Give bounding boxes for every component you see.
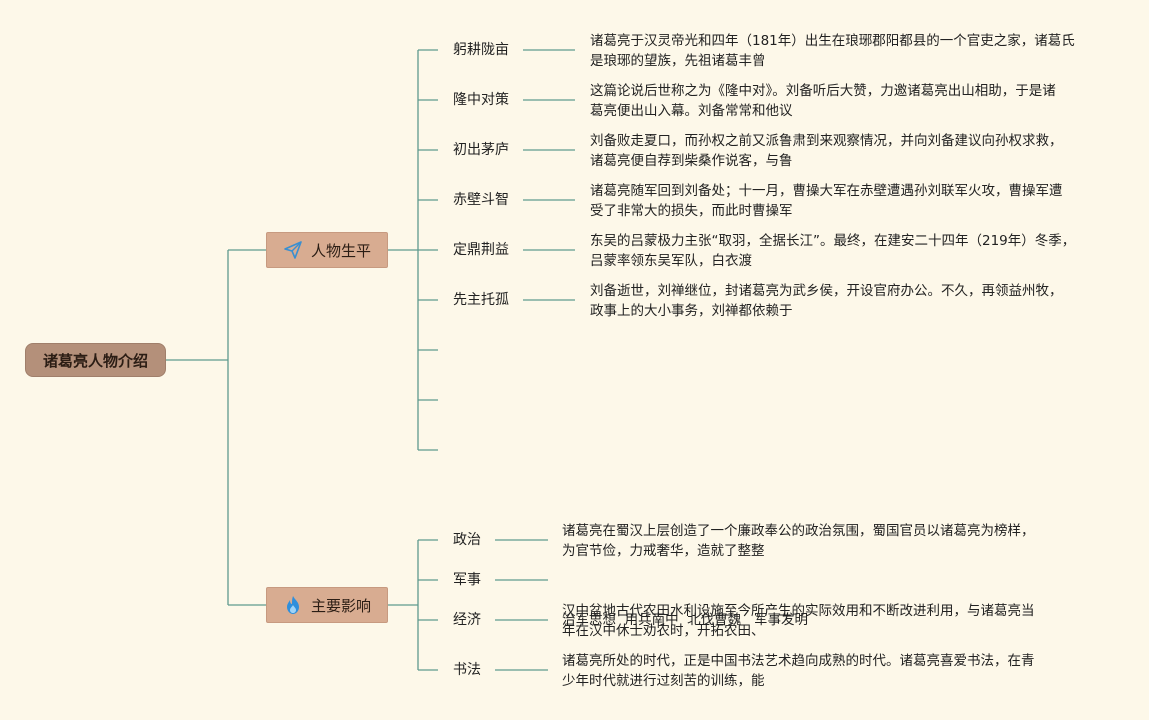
branch-node-influence[interactable]: 主要影响 [266, 587, 388, 623]
description-line: 刘备败走夏口，而孙权之前又派鲁肃到来观察情况，并向刘备建议向孙权求救， [590, 133, 1063, 149]
description-line: 治军思想 用兵南中 北伐曹魏 军事发明 [562, 612, 809, 628]
root-node[interactable]: 诸葛亮人物介绍 [25, 343, 166, 377]
topic-node[interactable]: 军事 [453, 572, 481, 588]
description-line: 这篇论说后世称之为《隆中对》。刘备听后大赞，力邀诸葛亮出山相助，于是诸 [590, 83, 1056, 99]
description-line: 政事上的大小事务，刘禅都依赖于 [590, 303, 793, 319]
topic-description[interactable]: 刘备败走夏口，而孙权之前又派鲁肃到来观察情况，并向刘备建议向孙权求救， 诸葛亮便… [590, 131, 1063, 171]
description-line: 刘备逝世，刘禅继位，封诸葛亮为武乡侯，开设官府办公。不久，再领益州牧， [590, 283, 1063, 299]
topic-description[interactable]: 这篇论说后世称之为《隆中对》。刘备听后大赞，力邀诸葛亮出山相助，于是诸 葛亮便出… [590, 81, 1056, 121]
description-line: 受了非常大的损失，而此时曹操军 [590, 203, 793, 219]
description-line: 诸葛亮便自荐到柴桑作说客，与鲁 [590, 153, 793, 169]
description-line: 东吴的吕蒙极力主张“取羽，全据长江”。最终，在建安二十四年（219年）冬季， [590, 233, 1076, 249]
topic-description[interactable]: 诸葛亮于汉灵帝光和四年（181年）出生在琅琊郡阳都县的一个官吏之家，诸葛氏 是琅… [590, 31, 1075, 71]
paper-plane-icon [283, 240, 303, 260]
topic-description[interactable]: 东吴的吕蒙极力主张“取羽，全据长江”。最终，在建安二十四年（219年）冬季， 吕… [590, 231, 1075, 271]
description-line: 诸葛亮随军回到刘备处；十一月，曹操大军在赤壁遭遇孙刘联军火攻，曹操军遭 [590, 183, 1063, 199]
topic-node[interactable]: 书法 [453, 662, 481, 678]
topic-description[interactable]: 诸葛亮所处的时代，正是中国书法艺术趋向成熟的时代。诸葛亮喜爱书法，在青 少年时代… [562, 651, 1035, 691]
topic-node[interactable]: 隆中对策 [453, 92, 509, 108]
topic-description[interactable]: 刘备逝世，刘禅继位，封诸葛亮为武乡侯，开设官府办公。不久，再领益州牧， 政事上的… [590, 281, 1063, 321]
branch-label: 主要影响 [310, 596, 371, 615]
description-line: 少年时代就进行过刻苦的训练，能 [562, 673, 765, 689]
branch-node-biography[interactable]: 人物生平 [266, 232, 388, 268]
branch-label: 人物生平 [310, 241, 371, 260]
topic-node[interactable]: 初出茅庐 [453, 142, 509, 158]
description-line: 吕蒙率领东吴军队，白衣渡 [590, 253, 752, 269]
topic-description[interactable]: 诸葛亮在蜀汉上层创造了一个廉政奉公的政治氛围，蜀国官员以诸葛亮为榜样， 为官节俭… [562, 521, 1035, 561]
topic-node[interactable]: 政治 [453, 532, 481, 548]
topic-description[interactable]: 诸葛亮随军回到刘备处；十一月，曹操大军在赤壁遭遇孙刘联军火攻，曹操军遭 受了非常… [590, 181, 1063, 221]
topic-description[interactable]: 汉中盆地古代农田水利设施至今所产生的实际效用和不断改进利用，与诸葛亮当 年在汉中… [562, 601, 1035, 641]
description-line: 汉中盆地古代农田水利设施至今所产生的实际效用和不断改进利用，与诸葛亮当 [562, 603, 1035, 619]
description-line: 葛亮便出山入幕。刘备常常和他议 [590, 103, 793, 119]
topic-node[interactable]: 赤壁斗智 [453, 192, 509, 208]
topic-node[interactable]: 躬耕陇亩 [453, 42, 509, 58]
description-line: 诸葛亮于汉灵帝光和四年（181年）出生在琅琊郡阳都县的一个官吏之家，诸葛氏 [590, 33, 1075, 49]
description-line: 诸葛亮所处的时代，正是中国书法艺术趋向成熟的时代。诸葛亮喜爱书法，在青 [562, 653, 1035, 669]
flame-icon [283, 595, 303, 615]
topic-description[interactable]: 治军思想 用兵南中 北伐曹魏 军事发明 [562, 570, 808, 650]
description-line: 诸葛亮在蜀汉上层创造了一个廉政奉公的政治氛围，蜀国官员以诸葛亮为榜样， [562, 523, 1035, 539]
description-line: 年在汉中休士劝农时，开拓农田、 [562, 623, 765, 639]
description-line: 为官节俭，力戒奢华，造就了整整 [562, 543, 765, 559]
description-line: 是琅琊的望族，先祖诸葛丰曾 [590, 53, 766, 69]
topic-node[interactable]: 定鼎荆益 [453, 242, 509, 258]
topic-node[interactable]: 经济 [453, 612, 481, 628]
topic-node[interactable]: 先主托孤 [453, 292, 509, 308]
